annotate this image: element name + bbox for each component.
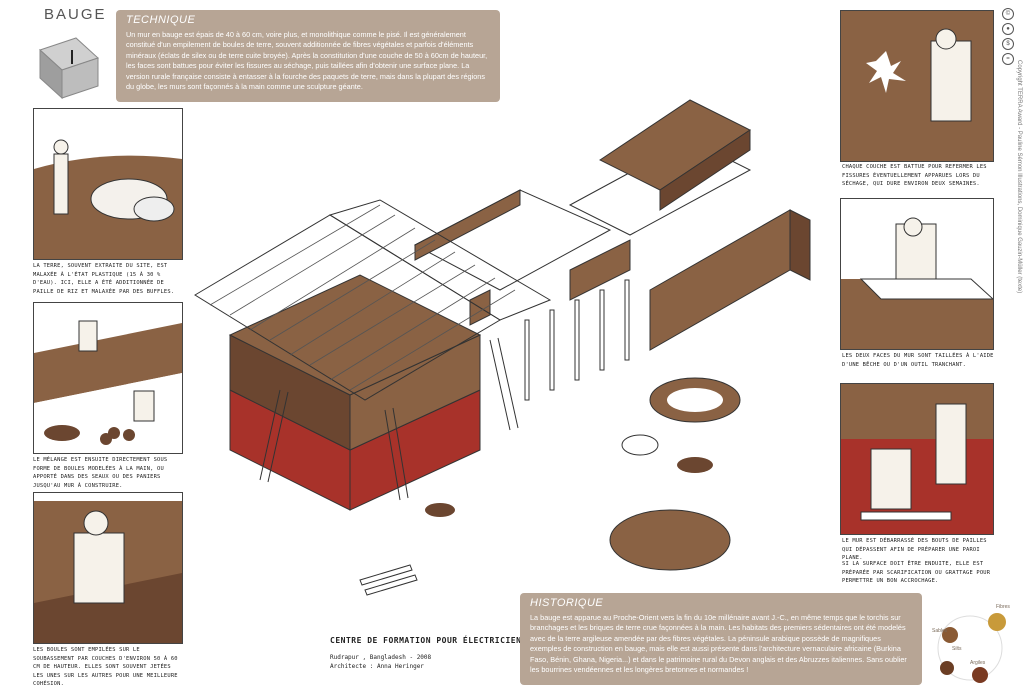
credit-text: Copyright TERRA Award - Pauline Sémon Il…	[1016, 60, 1022, 294]
caption-5: Les deux faces du mur sont taillées à l'…	[842, 353, 994, 368]
technique-text: Un mur en bauge est épais de 40 à 60 cm,…	[126, 29, 488, 92]
soil-label-argiles: Argiles	[970, 660, 986, 666]
building-caption: CENTRE DE FORMATION POUR ÉLECTRICIENS Ru…	[330, 636, 527, 671]
soil-label-sables: Sables	[932, 628, 948, 634]
caption-7: Si la surface doit être enduite, elle es…	[842, 561, 991, 584]
building-name: CENTRE DE FORMATION POUR ÉLECTRICIENS	[330, 636, 527, 645]
historique-text: La bauge est apparue au Proche-Orient ve…	[530, 612, 907, 675]
nd-icon: =	[1002, 53, 1014, 65]
caption-3: Les boules sont empilées sur le soubasse…	[33, 647, 178, 687]
panel-cleaning-surface	[840, 383, 994, 535]
historique-box: HISTORIQUE La bauge est apparue au Proch…	[520, 593, 922, 685]
caption-6: Le mur est débarrassé des bouts de paill…	[842, 538, 987, 561]
caption-1: La terre, souvent extraite du site, est …	[33, 263, 175, 295]
building-architect: Architecte : Anna Heringer	[330, 663, 424, 670]
soil-label-fibres: Fibres	[996, 604, 1010, 610]
caption-2: Le mélange est ensuite directement sous …	[33, 457, 168, 489]
panel-stacking-balls	[33, 492, 183, 644]
license-icons: © ● $ =	[1002, 8, 1016, 68]
panel-trimming-wall	[840, 198, 994, 350]
wall-block-icon	[39, 37, 99, 100]
panel-beating-wall	[840, 10, 994, 162]
historique-heading: HISTORIQUE	[530, 597, 604, 609]
building-illustration	[194, 99, 811, 596]
panel-forming-balls	[33, 302, 183, 454]
caption-4: Chaque couche est battue pour refermer l…	[842, 164, 987, 187]
cc-icon: ©	[1002, 8, 1014, 20]
page-title: BAUGE	[44, 6, 107, 23]
by-icon: ●	[1002, 23, 1014, 35]
technique-box: TECHNIQUE Un mur en bauge est épais de 4…	[116, 10, 500, 102]
soil-label-silts: Silts	[952, 646, 962, 652]
panel-buffalo-mixing	[33, 108, 183, 260]
technique-heading: TECHNIQUE	[126, 14, 196, 26]
nc-icon: $	[1002, 38, 1014, 50]
building-location: Rudrapur , Bangladesh - 2008	[330, 654, 432, 661]
soil-composition-diagram	[937, 613, 1006, 683]
